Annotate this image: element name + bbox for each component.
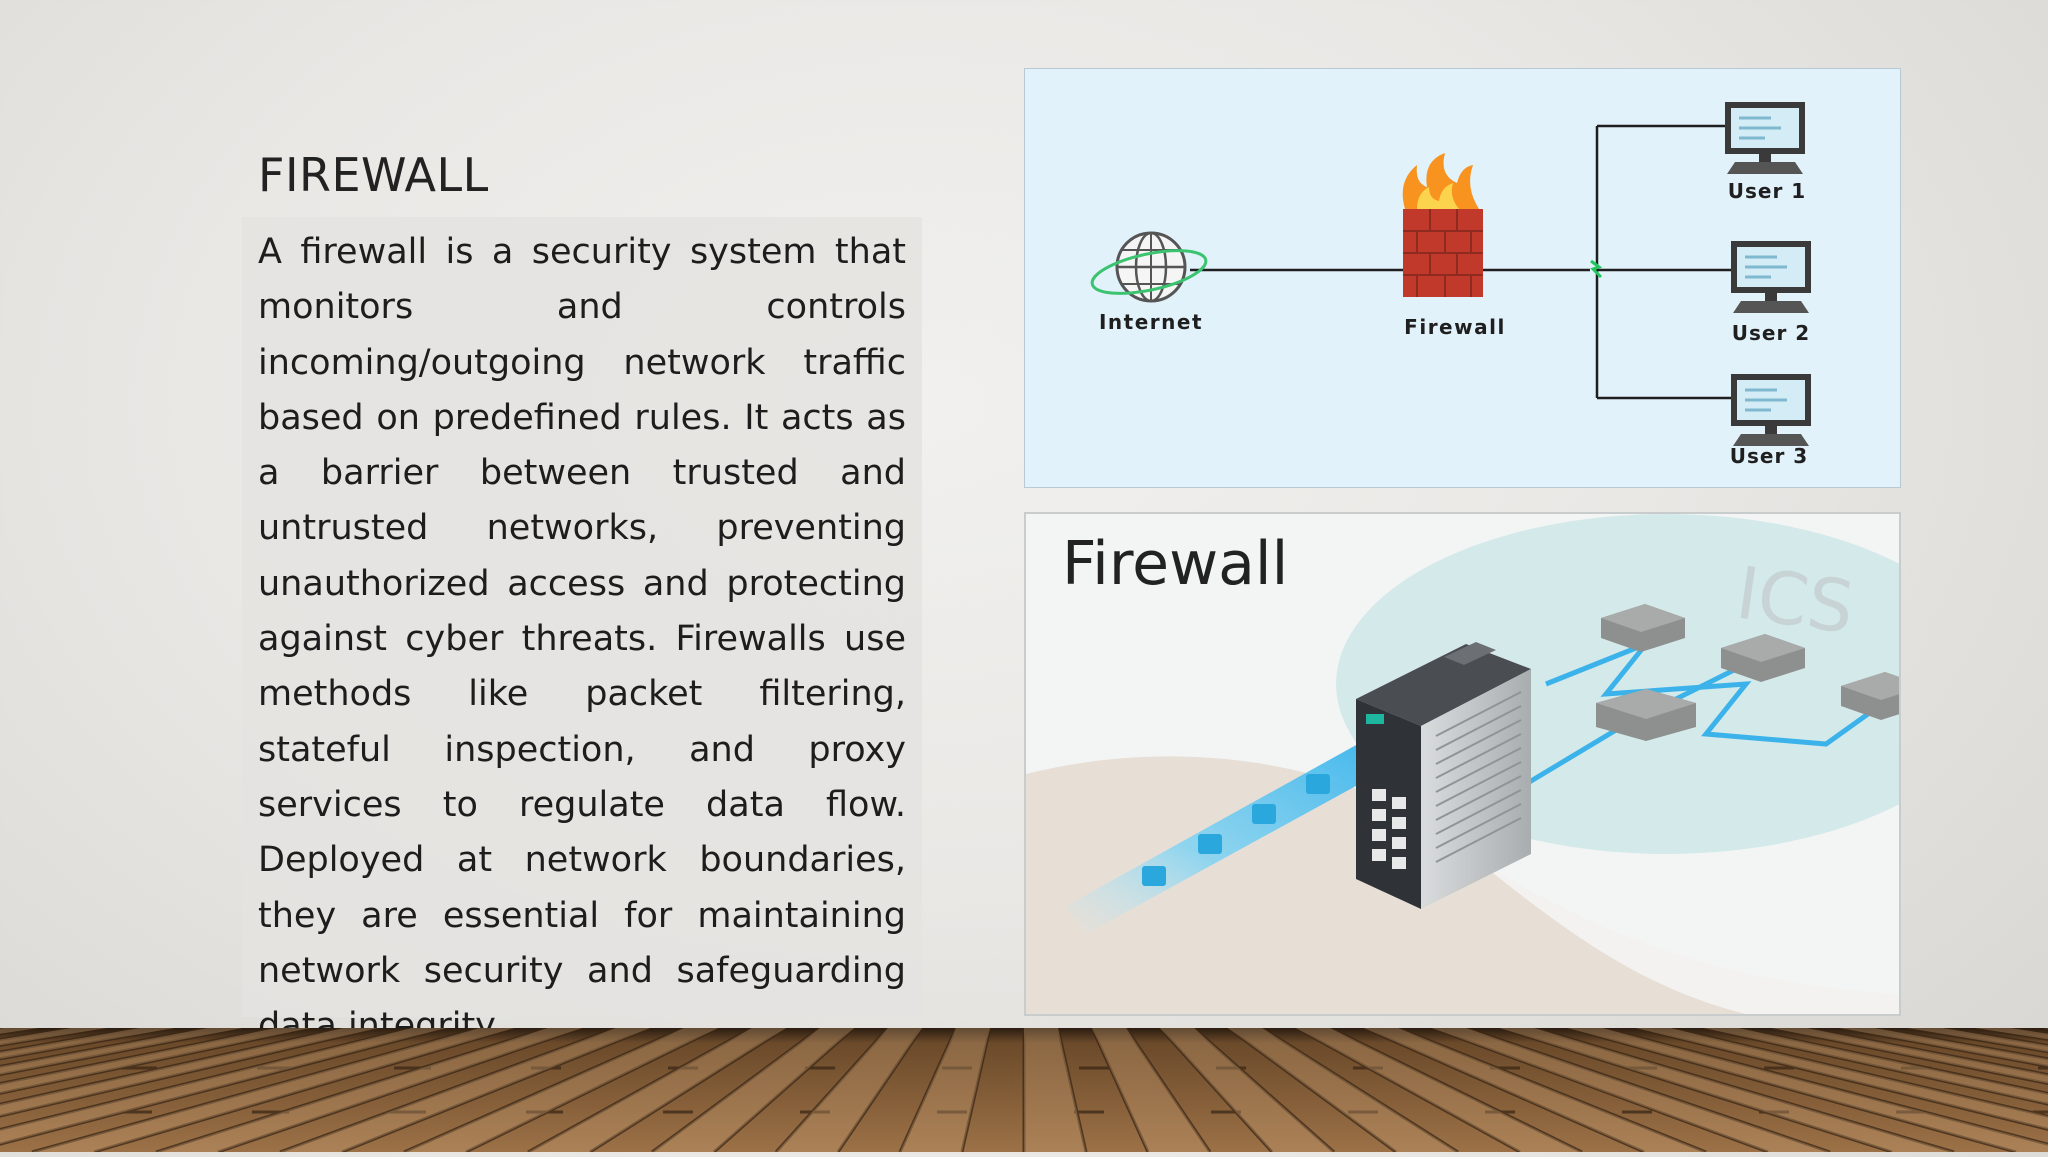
plank-seam: [774, 1026, 890, 1154]
plank-highlight: [1500, 1028, 1954, 1152]
plank-highlight: [1024, 1028, 1086, 1152]
globe-icon: [1090, 231, 1208, 303]
plank-seam: [836, 1027, 924, 1153]
plank-seam: [0, 1026, 447, 1146]
plank-seam: [1533, 1026, 1955, 1154]
plank-seam: [0, 1026, 243, 1077]
plank-seam: [1873, 1026, 2048, 1061]
plank-seam: [1567, 1026, 2017, 1154]
plank-seam: [465, 1026, 719, 1154]
plank-highlight: [1432, 1028, 1830, 1152]
plank-highlight: [1704, 1028, 2048, 1105]
plank-seam: [1737, 1026, 2048, 1095]
plank-seam: [1227, 1026, 1397, 1154]
plank-seam: [279, 1026, 617, 1154]
body-paragraph: A firewall is a security system that mon…: [258, 232, 906, 1047]
firewall-product-illustration: Firewall ICS: [1026, 514, 1899, 1014]
plank-seam: [1601, 1026, 2048, 1146]
plank-seam: [1124, 1027, 1212, 1153]
firewall-device: [1356, 642, 1531, 909]
plank-seam: [589, 1026, 787, 1154]
plank-seam: [1465, 1026, 1831, 1154]
ics-watermark: ICS: [1731, 550, 1859, 649]
plank-seam: [651, 1026, 821, 1154]
plank-seam: [1907, 1026, 2048, 1054]
user2-label: User 2: [1732, 321, 1810, 345]
plank-seam: [341, 1026, 651, 1154]
plank-seam: [1431, 1026, 1769, 1154]
plank-seam: [1499, 1026, 1893, 1154]
plank-seam: [1193, 1026, 1335, 1154]
plank-seam: [1771, 1026, 2048, 1086]
plank-seam: [0, 1026, 175, 1061]
plank-highlight: [528, 1028, 786, 1152]
plank-highlight: [776, 1028, 922, 1152]
plank-seam: [1295, 1026, 1521, 1154]
plank-highlight: [156, 1028, 582, 1152]
plank-highlight: [1364, 1028, 1706, 1152]
plank-seam: [0, 1026, 141, 1054]
plank-highlight: [404, 1028, 718, 1152]
plank-highlight: [32, 1028, 514, 1152]
plank-seam: [1805, 1026, 2048, 1077]
user1-label: User 1: [1728, 179, 1806, 203]
plank-seam: [0, 1026, 277, 1086]
plank-seam: [0, 1026, 311, 1095]
text-box: A firewall is a security system that mon…: [242, 217, 922, 1046]
plank-highlight: [652, 1028, 854, 1152]
plank-seam: [527, 1026, 753, 1154]
plank-seam: [898, 1027, 958, 1153]
network-diagram: Internet Firewall: [1090, 102, 1811, 468]
computer-icon-user2: [1731, 241, 1811, 313]
plank-seam: [1703, 1026, 2048, 1106]
plank-seam: [960, 1027, 992, 1153]
wood-planks-decoration: [0, 1026, 2048, 1154]
plank-seam: [1669, 1026, 2048, 1118]
plank-highlight: [900, 1028, 990, 1152]
wooden-floor: [0, 1026, 2048, 1154]
plank-seam: [0, 1026, 413, 1131]
plank-highlight: [0, 1028, 174, 1059]
network-diagram-image: Internet Firewall: [1024, 68, 1901, 488]
computer-icon-user1: [1725, 102, 1805, 174]
plank-highlight: [280, 1028, 650, 1152]
plank-highlight: [1160, 1028, 1334, 1152]
plank-seam: [155, 1026, 549, 1154]
plank-highlight: [1228, 1028, 1458, 1152]
plank-highlight: [1976, 1028, 2048, 1040]
plank-seam: [1090, 1027, 1150, 1153]
plank-seam: [1363, 1026, 1645, 1154]
plank-seam: [1261, 1026, 1459, 1154]
plank-seam: [0, 1026, 209, 1068]
plank-seam: [403, 1026, 685, 1154]
computer-icon-user3: [1731, 374, 1811, 446]
firewall-product-image: Firewall ICS: [1024, 512, 1901, 1016]
network-nodes: [1596, 604, 1899, 741]
plank-seam: [0, 1026, 345, 1106]
plank-seam: [1329, 1026, 1583, 1154]
internet-label: Internet: [1099, 310, 1203, 334]
plank-seam: [1839, 1026, 2048, 1068]
plank-highlight: [1568, 1028, 2048, 1152]
plank-highlight: [1092, 1028, 1210, 1152]
firewall-icon: [1402, 153, 1483, 297]
plank-seam: [713, 1026, 855, 1154]
firewall-label: Firewall: [1404, 315, 1506, 339]
plank-highlight: [0, 1028, 106, 1046]
plank-seam: [31, 1026, 481, 1154]
plank-highlight: [1296, 1028, 1582, 1152]
product-title: Firewall: [1062, 529, 1288, 599]
plank-seam: [1056, 1027, 1088, 1153]
plank-seam: [1635, 1026, 2048, 1131]
plank-seam: [217, 1026, 583, 1154]
lightning-icon: [1590, 259, 1603, 279]
plank-seam: [1158, 1026, 1274, 1154]
slide-title: FIREWALL: [258, 148, 489, 202]
plank-seam: [0, 1026, 379, 1118]
plank-seam: [1397, 1026, 1707, 1154]
plank-seam: [93, 1026, 515, 1154]
user3-label: User 3: [1730, 444, 1808, 468]
